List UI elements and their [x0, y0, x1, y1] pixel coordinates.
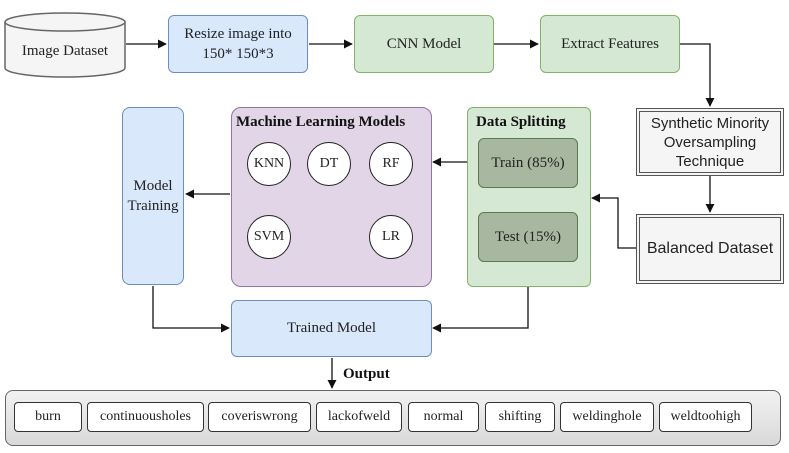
balanced-dataset-box: Balanced Dataset — [636, 214, 784, 284]
ml-models-title: Machine Learning Models — [236, 114, 406, 130]
output-class-weldtoohigh: weldtoohigh — [659, 402, 752, 432]
trained-model-box: Trained Model — [231, 300, 432, 357]
output-label: Output — [343, 366, 390, 382]
resize-line-2: 150* 150*3 — [202, 46, 274, 62]
output-class-burn: burn — [14, 402, 82, 432]
model-svm: SVM — [247, 215, 291, 259]
resize-image-box: Resize image into 150* 150*3 — [168, 15, 308, 73]
arrow-balanced-to-split — [591, 193, 636, 249]
output-class-lackofweld: lackofweld — [316, 402, 402, 432]
model-lr: LR — [369, 215, 413, 259]
smote-box: Synthetic Minority Oversampling Techniqu… — [636, 108, 784, 176]
train-box: Train (85%) — [478, 138, 578, 188]
smote-line-1: Synthetic Minority — [650, 114, 770, 132]
output-class-normal: normal — [408, 402, 479, 432]
arrow-training-to-trained — [152, 286, 230, 333]
output-class-continuousholes: continuousholes — [87, 402, 204, 432]
cnn-model-box: CNN Model — [354, 15, 494, 73]
image-dataset-label: Image Dataset — [21, 42, 109, 59]
arrow-extract-to-smote — [680, 43, 715, 107]
test-box: Test (15%) — [478, 212, 578, 262]
resize-line-1: Resize image into — [184, 26, 292, 42]
extract-features-box: Extract Features — [540, 15, 680, 73]
smote-line-3: Technique — [675, 152, 745, 170]
model-dt: DT — [307, 142, 351, 186]
model-training-box: Model Training — [122, 107, 184, 285]
output-class-shifting: shifting — [485, 402, 555, 432]
model-training-line-2: Training — [127, 198, 179, 214]
model-knn: KNN — [247, 142, 291, 186]
ml-models-container — [231, 107, 432, 287]
data-splitting-title: Data Splitting — [476, 114, 566, 130]
output-class-coveriswrong: coveriswrong — [208, 402, 311, 432]
model-training-line-1: Model — [133, 178, 173, 194]
smote-line-2: Oversampling — [663, 133, 757, 151]
output-class-weldinghole: weldinghole — [560, 402, 654, 432]
model-rf: RF — [369, 142, 413, 186]
